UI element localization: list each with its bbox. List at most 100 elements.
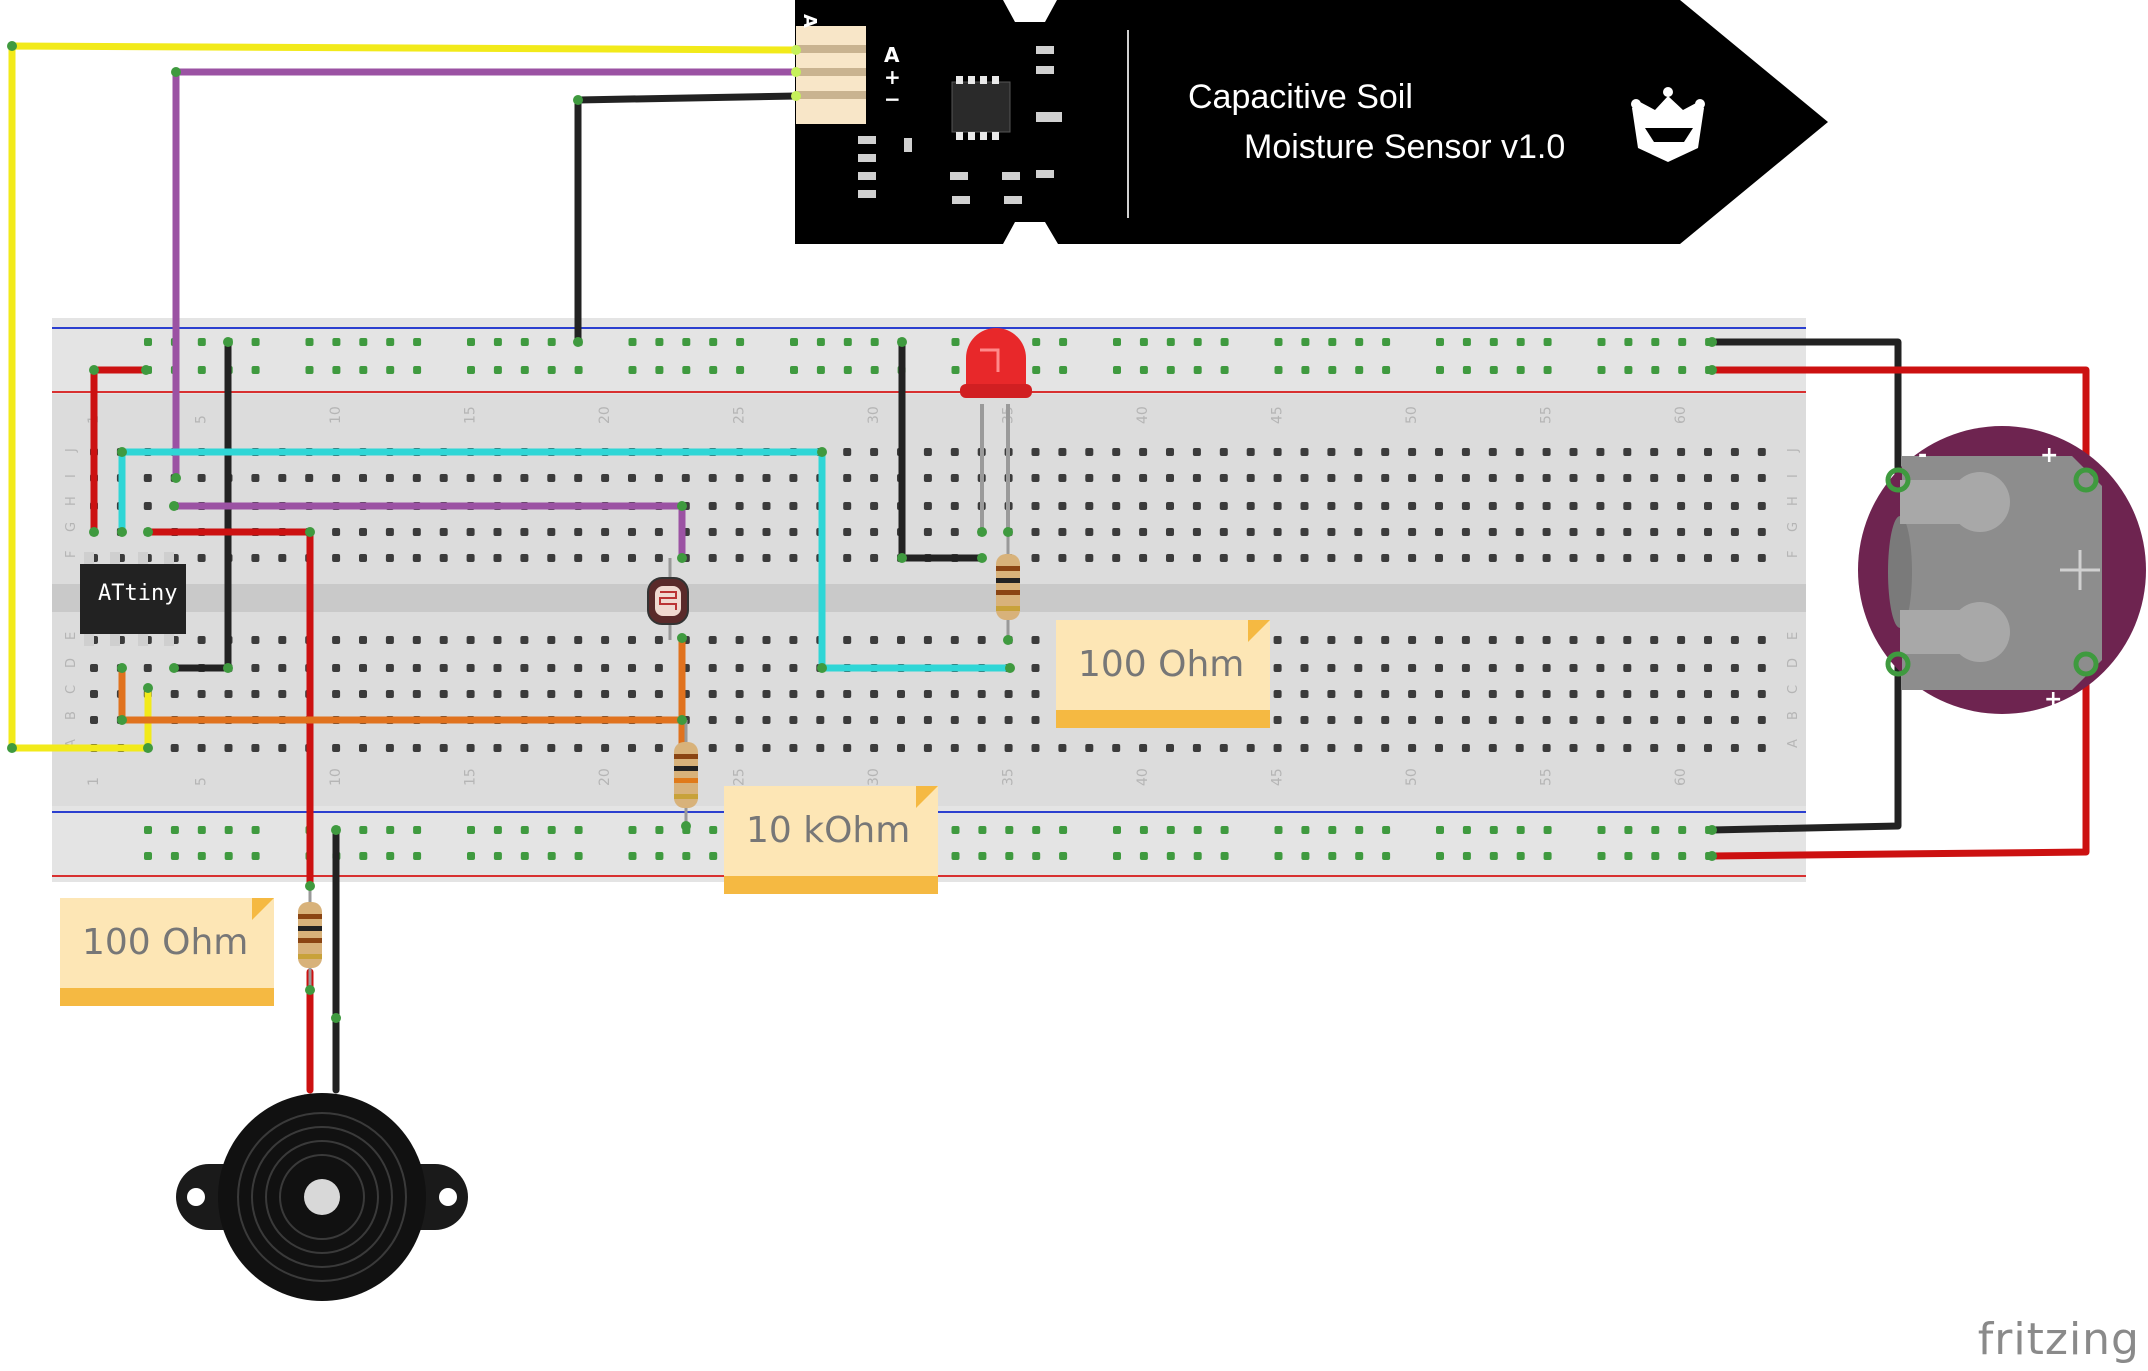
breadboard-hole [789, 690, 798, 698]
rail-hole [655, 338, 664, 346]
breadboard-hole [1031, 554, 1040, 562]
rail-hole [1220, 366, 1229, 374]
row-letter: H [64, 496, 79, 506]
breadboard-hole [1757, 690, 1766, 698]
breadboard-hole [1435, 528, 1443, 536]
note-10-kohm[interactable]: 10 kOhm [724, 786, 938, 894]
resistor-ldr-10k [674, 720, 698, 826]
breadboard-hole [1112, 502, 1121, 510]
rail-hole [1651, 338, 1660, 346]
breadboard-hole [1515, 664, 1524, 672]
breadboard-hole [1354, 690, 1363, 698]
breadboard-hole [1488, 636, 1497, 644]
breadboard-hole [1327, 690, 1336, 698]
breadboard-hole [574, 474, 583, 482]
rail-hole [386, 338, 395, 346]
breadboard-hole [1515, 636, 1524, 644]
breadboard-hole [1112, 474, 1121, 482]
rail-hole [790, 366, 798, 374]
breadboard-hole [1408, 502, 1417, 510]
rail-hole [1059, 826, 1068, 834]
breadboard-hole [601, 474, 610, 482]
breadboard-hole [493, 664, 502, 672]
breadboard-hole [1677, 690, 1686, 698]
breadboard-hole [1058, 528, 1067, 536]
breadboard-hole [1542, 554, 1551, 562]
breadboard-hole [1704, 474, 1712, 482]
battery-pad-1 [1885, 467, 1911, 493]
breadboard-hole [1596, 636, 1605, 644]
breadboard-hole [439, 744, 448, 752]
breadboard-hole [1354, 636, 1363, 644]
note-strip [724, 876, 938, 894]
rail-hole [1597, 366, 1606, 374]
rail-hole [1543, 366, 1552, 374]
breadboard-hole [735, 716, 744, 724]
breadboard-hole [385, 474, 394, 482]
breadboard-hole [1623, 474, 1632, 482]
breadboard-hole [1515, 474, 1524, 482]
rail-hole [655, 366, 664, 374]
rail-hole [655, 852, 664, 860]
breadboard-hole [90, 664, 98, 672]
breadboard-hole [1327, 474, 1336, 482]
rail-hole [1651, 852, 1660, 860]
breadboard-hole [332, 690, 341, 698]
wire-endpoint [817, 447, 827, 457]
breadboard-hole [412, 636, 421, 644]
breadboard-hole [977, 690, 986, 698]
rail-hole [1301, 366, 1310, 374]
wire-endpoint [897, 553, 907, 563]
breadboard-hole [762, 636, 771, 644]
breadboard-hole [90, 690, 98, 698]
breadboard-hole [1004, 690, 1013, 698]
breadboard-hole [1273, 474, 1282, 482]
breadboard-hole [1300, 690, 1309, 698]
dfrobot-logo [1631, 87, 1705, 162]
breadboard-hole [601, 528, 610, 536]
note-100-ohm-led[interactable]: 100 Ohm [1056, 620, 1270, 728]
column-number: 20 [597, 768, 613, 786]
column-number: 15 [463, 768, 479, 786]
breadboard-hole [1569, 554, 1578, 562]
battery-pad-2 [2073, 467, 2099, 493]
rail-hole [951, 338, 960, 346]
rail-hole [1193, 826, 1202, 834]
rail-hole [682, 852, 691, 860]
rail-hole [1436, 338, 1444, 346]
breadboard-hole [1300, 448, 1309, 456]
rail-hole [359, 852, 368, 860]
breadboard-hole [520, 474, 529, 482]
breadboard-hole [1461, 744, 1470, 752]
column-number: 30 [866, 406, 882, 424]
wire-endpoint [305, 985, 315, 995]
breadboard-hole [278, 554, 287, 562]
wire-endpoint [677, 633, 687, 643]
breadboard-hole [1569, 528, 1578, 536]
breadboard-hole [1354, 554, 1363, 562]
wire-endpoints [7, 41, 1717, 1023]
rail-hole [709, 852, 718, 860]
rail-hole [1462, 852, 1471, 860]
breadboard-hole [359, 690, 367, 698]
wire-endpoint [1005, 663, 1015, 673]
breadboard-hole [1542, 664, 1551, 672]
column-number: 25 [732, 768, 748, 786]
breadboard-hole [1461, 448, 1470, 456]
rail-hole [413, 852, 422, 860]
breadboard-hole [1327, 448, 1336, 456]
rail-hole [1382, 852, 1391, 860]
note-100-ohm-buzzer[interactable]: 100 Ohm [60, 898, 274, 1006]
breadboard-hole [923, 474, 932, 482]
breadboard-hole [1354, 716, 1363, 724]
breadboard-hole [923, 716, 932, 724]
breadboard-hole [1596, 502, 1605, 510]
breadboard-hole [816, 716, 825, 724]
rail-hole [144, 338, 152, 346]
breadboard-hole [1139, 502, 1148, 510]
breadboard-hole [1569, 744, 1578, 752]
rail-hole [628, 852, 637, 860]
breadboard-hole [412, 474, 421, 482]
breadboard-hole [1596, 448, 1605, 456]
rail-hole [197, 852, 206, 860]
